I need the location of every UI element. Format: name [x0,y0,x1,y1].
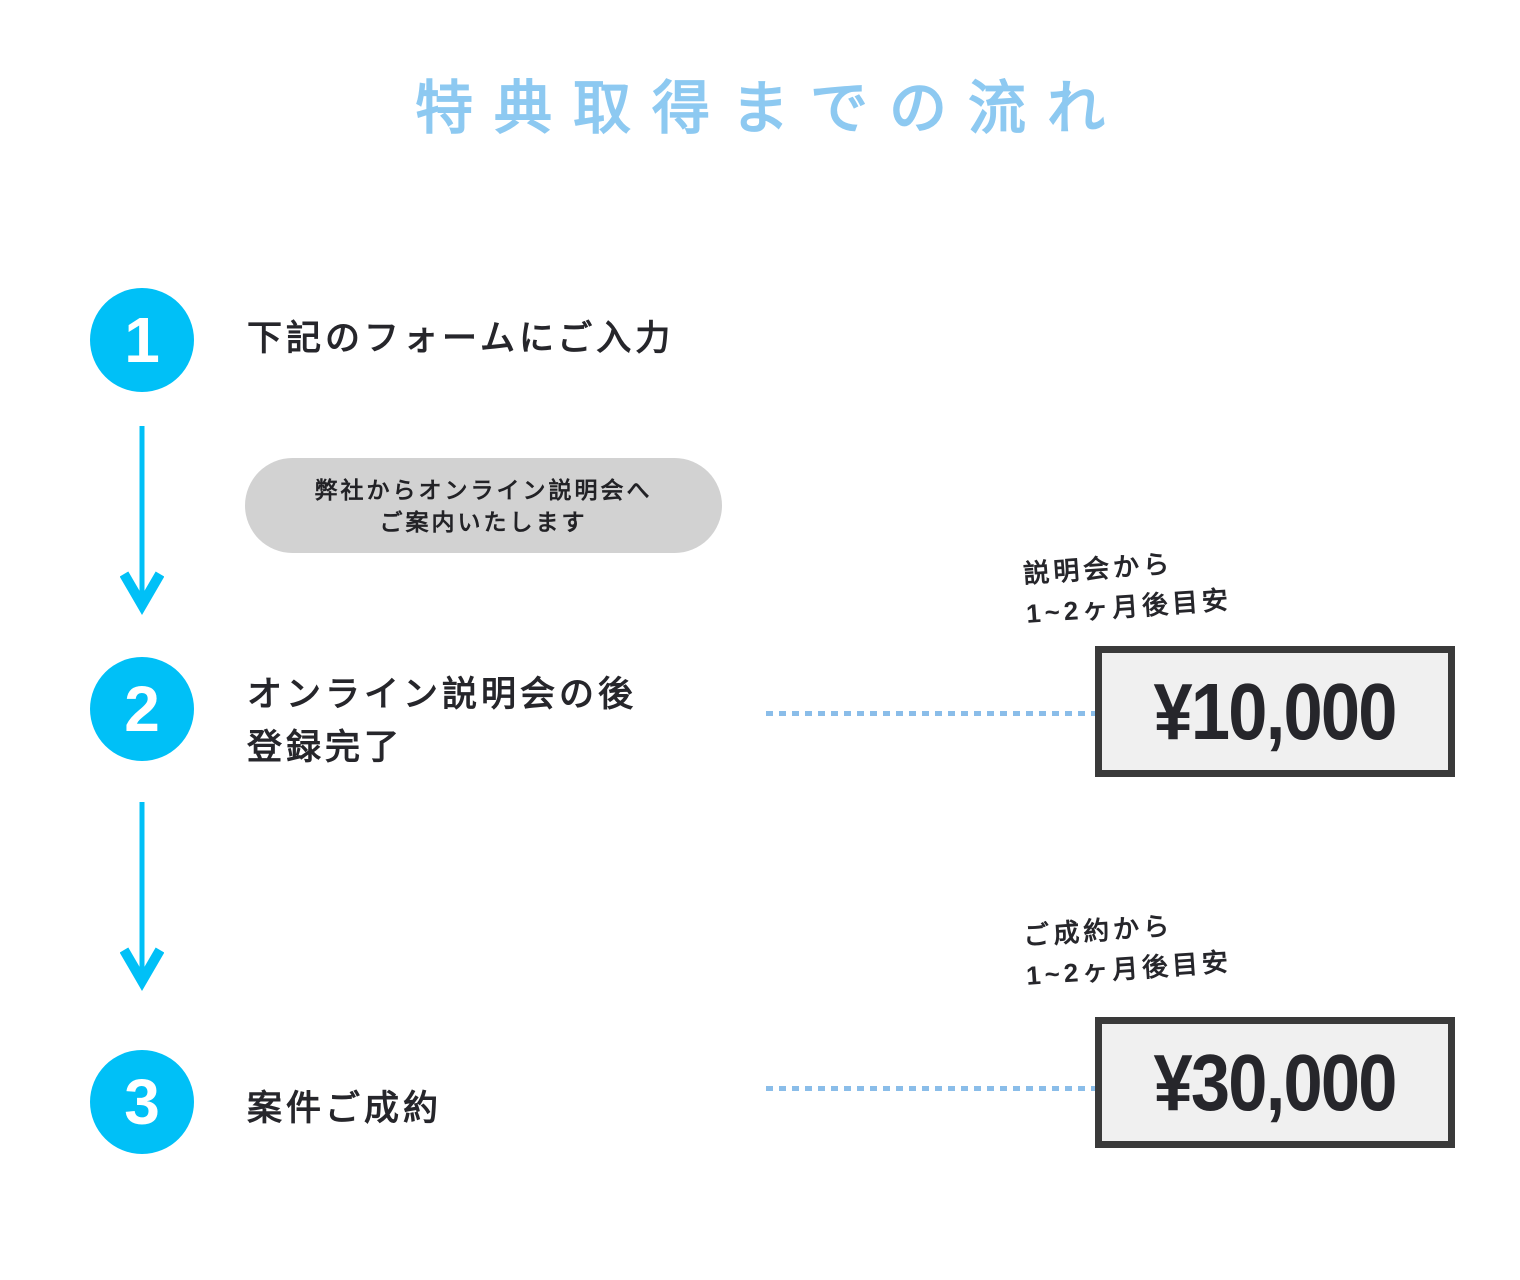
reward-amount-1: ¥10,000 [1153,666,1398,756]
step-1-label: 下記のフォームにご入力 [247,319,675,358]
reward-amount-box-2: ¥30,000 [1095,1017,1455,1148]
step-1-number-badge: 1 [90,288,194,392]
dotted-connector-1 [766,711,1095,716]
dotted-connector-2 [766,1086,1095,1091]
reward-amount-2: ¥30,000 [1153,1037,1398,1127]
step-3-number-badge: 3 [90,1050,194,1154]
info-bubble-line1: 弊社からオンライン説明会へ [314,476,653,503]
reward-amount-box-1: ¥10,000 [1095,646,1455,777]
step-2-label-line1: オンライン説明会の後 [247,675,638,714]
step-3-label: 案件ご成約 [247,1089,443,1128]
step-3-number: 3 [124,1066,160,1138]
timing-note-2: ご成約から 1~2ヶ月後目安 [1022,902,1233,996]
step-2-number-badge: 2 [90,657,194,761]
arrow-down-icon [120,802,164,991]
step-2-number: 2 [124,673,160,745]
info-bubble-line2: ご案内いたします [379,508,588,535]
step-2-label: オンライン説明会の後 登録完了 [247,668,637,774]
info-bubble: 弊社からオンライン説明会へ ご案内いたします [245,458,722,553]
step-1-number: 1 [124,304,160,376]
page-title: 特典取得までの流れ [414,76,1126,141]
arrow-down-icon [120,426,164,615]
timing-note-1: 説明会から 1~2ヶ月後目安 [1022,540,1233,634]
step-2-label-line2: 登録完了 [247,728,404,767]
